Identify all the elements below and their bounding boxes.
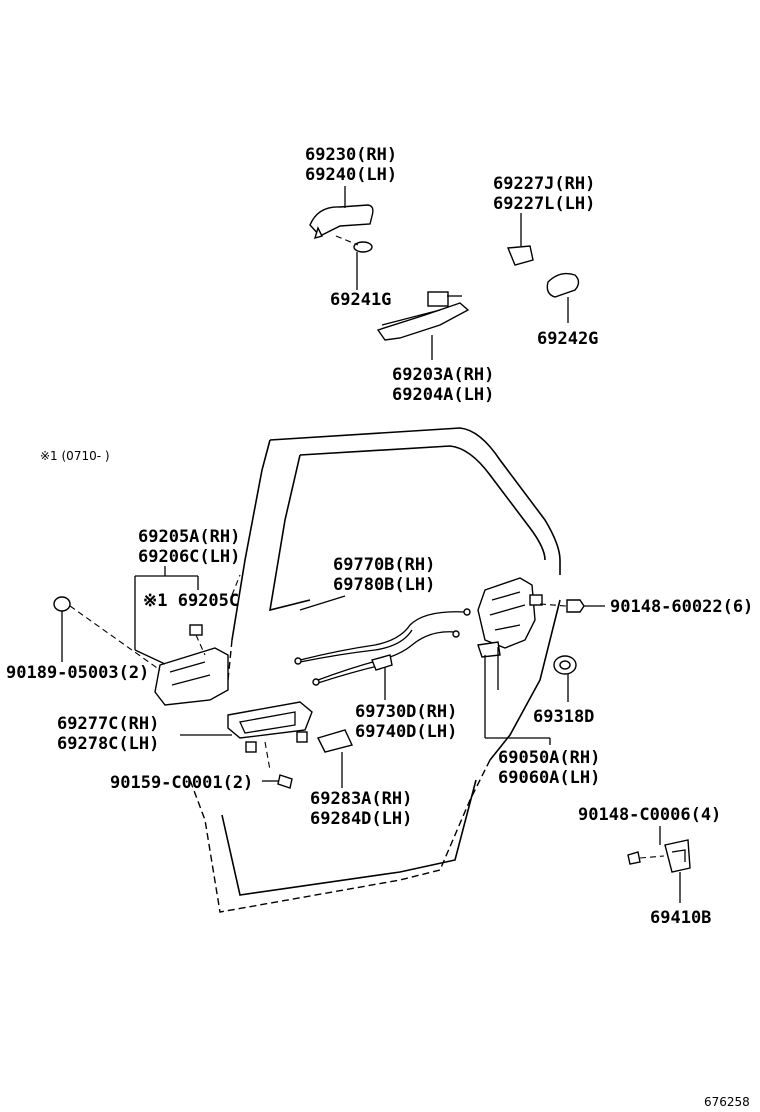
label-handle-outer-lh: 69240(LH) xyxy=(305,165,397,185)
diagram-id: 676258 xyxy=(704,1095,750,1109)
label-cover-top-lh: 69227L(LH) xyxy=(493,194,595,214)
label-screw-left: 90189-05003(2) xyxy=(6,663,149,683)
cables xyxy=(294,595,471,700)
label-lock-lh: 69060A(LH) xyxy=(498,768,600,788)
label-bezel-rh: 69277C(RH) xyxy=(57,714,159,734)
label-striker-screw: 90148-C0006(4) xyxy=(578,805,721,825)
label-bezel-lh: 69278C(LH) xyxy=(57,734,159,754)
bezel xyxy=(180,701,313,753)
label-screw-right: 90148-60022(6) xyxy=(610,597,753,617)
inside-handle-sub xyxy=(189,574,241,656)
label-inside-handle-lh: 69206C(LH) xyxy=(138,547,240,567)
striker xyxy=(627,826,691,903)
lock-assembly xyxy=(477,577,551,745)
label-cover-inner-lh: 69284D(LH) xyxy=(310,809,412,829)
handle-pad xyxy=(335,235,373,253)
label-striker: 69410B xyxy=(650,908,711,928)
label-inside-handle-rh: 69205A(RH) xyxy=(138,527,240,547)
label-cable-lower-lh: 69740D(LH) xyxy=(355,722,457,742)
label-cable-lower-rh: 69730D(RH) xyxy=(355,702,457,722)
label-cable-upper-rh: 69770B(RH) xyxy=(333,555,435,575)
label-seal: 69318D xyxy=(533,707,594,727)
inside-handle xyxy=(134,566,229,706)
label-frame-handle-rh: 69203A(RH) xyxy=(392,365,494,385)
gasket xyxy=(546,272,580,323)
cover-inner xyxy=(317,729,353,788)
label-cable-upper-lh: 69780B(LH) xyxy=(333,575,435,595)
label-inside-handle-sub: ※1 69205C xyxy=(143,591,239,611)
cover-top xyxy=(506,213,534,266)
screw-left xyxy=(53,596,161,671)
door-outline xyxy=(189,427,561,913)
screw-right xyxy=(539,599,605,613)
label-gasket: 69242G xyxy=(537,329,598,349)
note-text: ※1 (0710- ) xyxy=(40,449,110,463)
outside-handle xyxy=(309,204,374,240)
label-cover-top-rh: 69227J(RH) xyxy=(493,174,595,194)
label-handle-outer-rh: 69230(RH) xyxy=(305,145,397,165)
label-lock-rh: 69050A(RH) xyxy=(498,748,600,768)
frame-handle xyxy=(376,291,470,360)
screw-bottom xyxy=(262,741,293,789)
seal xyxy=(553,655,577,702)
label-handle-pad: 69241G xyxy=(330,290,391,310)
label-screw-bottom: 90159-C0001(2) xyxy=(110,773,253,793)
label-cover-inner-rh: 69283A(RH) xyxy=(310,789,412,809)
label-frame-handle-lh: 69204A(LH) xyxy=(392,385,494,405)
